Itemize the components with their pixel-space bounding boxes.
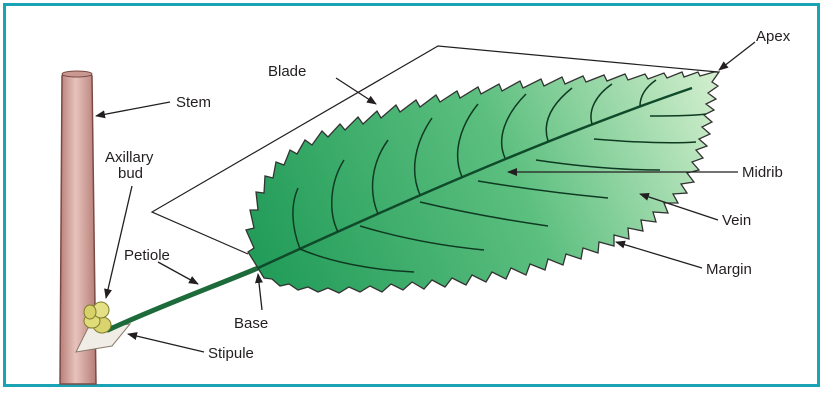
blade-arrow <box>336 78 376 104</box>
stipule-arrow <box>128 334 204 352</box>
base-arrow <box>258 274 262 310</box>
apex-arrow <box>719 42 755 70</box>
label-margin: Margin <box>706 261 752 278</box>
label-vein: Vein <box>722 212 751 229</box>
axillary-bud-arrow <box>106 186 132 298</box>
label-midrib: Midrib <box>742 164 783 181</box>
stem-arrow <box>96 102 170 116</box>
label-stem: Stem <box>176 94 211 111</box>
margin-arrow <box>616 242 702 268</box>
label-apex: Apex <box>756 28 791 45</box>
label-base: Base <box>234 315 268 332</box>
label-bud: bud <box>118 165 143 182</box>
petiole-arrow <box>158 262 198 284</box>
label-axillary: Axillary <box>105 149 154 166</box>
label-stipule: Stipule <box>208 345 254 362</box>
label-blade: Blade <box>268 63 306 80</box>
label-petiole: Petiole <box>124 247 170 264</box>
